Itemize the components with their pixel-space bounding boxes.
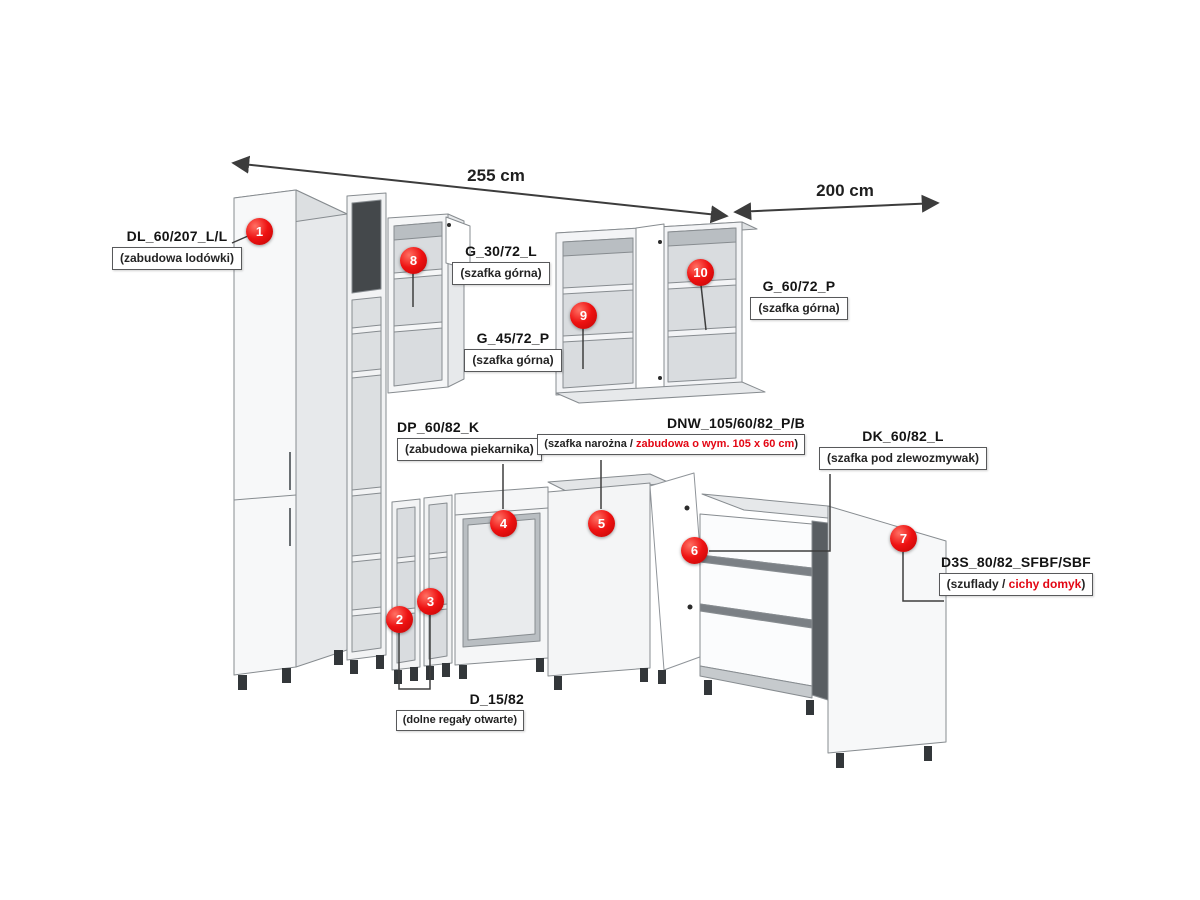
marker-9: 9 xyxy=(570,302,597,329)
cabinet-leg xyxy=(376,655,384,669)
cabinet-leg xyxy=(459,665,467,679)
oven-opening xyxy=(467,518,536,641)
wall-unit-open-door xyxy=(635,223,665,399)
marker-3: 3 xyxy=(417,588,444,615)
cabinet-desc-dl: (zabudowa lodówki) xyxy=(112,247,242,270)
cabinet-leg xyxy=(836,753,844,768)
cabinet-code-g30: G_30/72_L xyxy=(465,243,537,259)
cabinet-leg xyxy=(806,700,814,715)
cabinet-code-g45: G_45/72_P xyxy=(476,330,550,346)
marker-4: 4 xyxy=(490,510,517,537)
wall-unit-bottom-shelf xyxy=(555,381,766,404)
fridge-cabinet-front xyxy=(233,189,297,676)
cabinet-leg xyxy=(640,668,648,682)
label-g-45-72: G_45/72_P (szafka górna) xyxy=(458,330,568,372)
cabinet-desc-g45: (szafka górna) xyxy=(464,349,562,372)
cabinet-code-dp: DP_60/82_K xyxy=(397,419,480,435)
cabinet-code-dnw: DNW_105/60/82_P/B xyxy=(666,415,805,431)
cabinet-leg xyxy=(554,676,562,690)
cabinet-leg xyxy=(334,650,343,665)
cabinet-desc-g30: (szafka górna) xyxy=(452,262,550,285)
label-g-60-72: G_60/72_P (szafka górna) xyxy=(744,278,854,320)
dimension-arrow-200 xyxy=(733,194,940,221)
cabinet-desc-dp: (zabudowa piekarnika) xyxy=(397,438,542,461)
connector-7 xyxy=(902,552,944,602)
hinge-dot xyxy=(658,376,662,380)
hinge-dot xyxy=(684,505,690,511)
label-dnw-105-60-82: DNW_105/60/82_P/B (szafka narożna / zabu… xyxy=(537,415,805,455)
dimension-arrows xyxy=(231,155,940,224)
corner-cabinet-front xyxy=(547,482,651,677)
cabinet-leg xyxy=(238,675,247,690)
marker-1: 1 xyxy=(246,218,273,245)
corner-cabinet-open-door xyxy=(649,472,709,671)
dnw-red-note: zabudowa o wym. 105 x 60 cm xyxy=(635,438,795,450)
cabinet-code-dk: DK_60/82_L xyxy=(862,428,944,444)
d3s-red-note: cichy domyk xyxy=(1008,577,1082,591)
cabinet-desc-d3s: (szuflady / cichy domyk) xyxy=(938,573,1094,596)
cabinet-leg xyxy=(350,660,358,674)
marker-7: 7 xyxy=(890,525,917,552)
label-dp-60-82: DP_60/82_K (zabudowa piekarnika) xyxy=(397,419,542,461)
cabinet-leg xyxy=(924,746,932,761)
marker-10: 10 xyxy=(687,259,714,286)
marker-8: 8 xyxy=(400,247,427,274)
drawer-unit-side-panel xyxy=(827,505,947,754)
cabinet-code-d3s: D3S_80/82_SFBF/SBF xyxy=(941,554,1091,570)
open-rack-interior xyxy=(351,296,382,653)
cabinet-leg xyxy=(658,670,666,684)
open-rack-dark-niche xyxy=(351,199,382,294)
cabinet-leg xyxy=(394,670,402,684)
cabinet-desc-dnw: (szafka narożna / zabudowa o wym. 105 x … xyxy=(537,434,805,455)
marker-5: 5 xyxy=(588,510,615,537)
dimension-arrow-255 xyxy=(231,155,729,224)
dimension-200-label: 200 cm xyxy=(816,181,874,200)
label-dl-60-207: DL_60/207_L/L (zabudowa lodówki) xyxy=(112,228,242,270)
wall-cabinet-g60-interior xyxy=(667,227,737,383)
cabinet-code-dl: DL_60/207_L/L xyxy=(126,228,228,244)
label-dk-60-82: DK_60/82_L (szafka pod zlewozmywak) xyxy=(818,428,988,470)
hinge-dot xyxy=(658,240,662,244)
cabinet-drawing xyxy=(233,189,947,768)
connector-lines xyxy=(231,235,944,690)
connector-2-3 xyxy=(398,615,431,690)
label-g-30-72: G_30/72_L (szafka górna) xyxy=(446,243,556,285)
cabinet-leg xyxy=(704,680,712,695)
cabinet-leg xyxy=(410,667,418,681)
connector-1 xyxy=(231,235,249,244)
drawer-runners-shadow xyxy=(811,520,829,701)
cabinet-leg xyxy=(282,668,291,683)
cabinet-code-d15: D_15/82 xyxy=(469,691,524,707)
connector-6 xyxy=(709,474,831,552)
cabinet-desc-d15: (dolne regały otwarte) xyxy=(395,710,524,731)
label-d-15-82: D_15/82 (dolne regały otwarte) xyxy=(395,691,524,731)
hinge-dot xyxy=(447,223,451,227)
cabinet-leg xyxy=(536,658,544,672)
hinge-dot xyxy=(687,604,693,610)
dimension-255-label: 255 cm xyxy=(467,166,525,185)
marker-2: 2 xyxy=(386,606,413,633)
marker-6: 6 xyxy=(681,537,708,564)
fridge-cabinet-side xyxy=(295,189,348,668)
cabinet-desc-g60: (szafka górna) xyxy=(750,297,848,320)
connector-10 xyxy=(700,284,707,331)
cabinet-code-g60: G_60/72_P xyxy=(762,278,836,294)
cabinet-desc-dk: (szafka pod zlewozmywak) xyxy=(818,447,988,470)
label-d3s-80-82: D3S_80/82_SFBF/SBF (szuflady / cichy dom… xyxy=(938,554,1094,596)
cabinet-leg xyxy=(442,663,450,677)
